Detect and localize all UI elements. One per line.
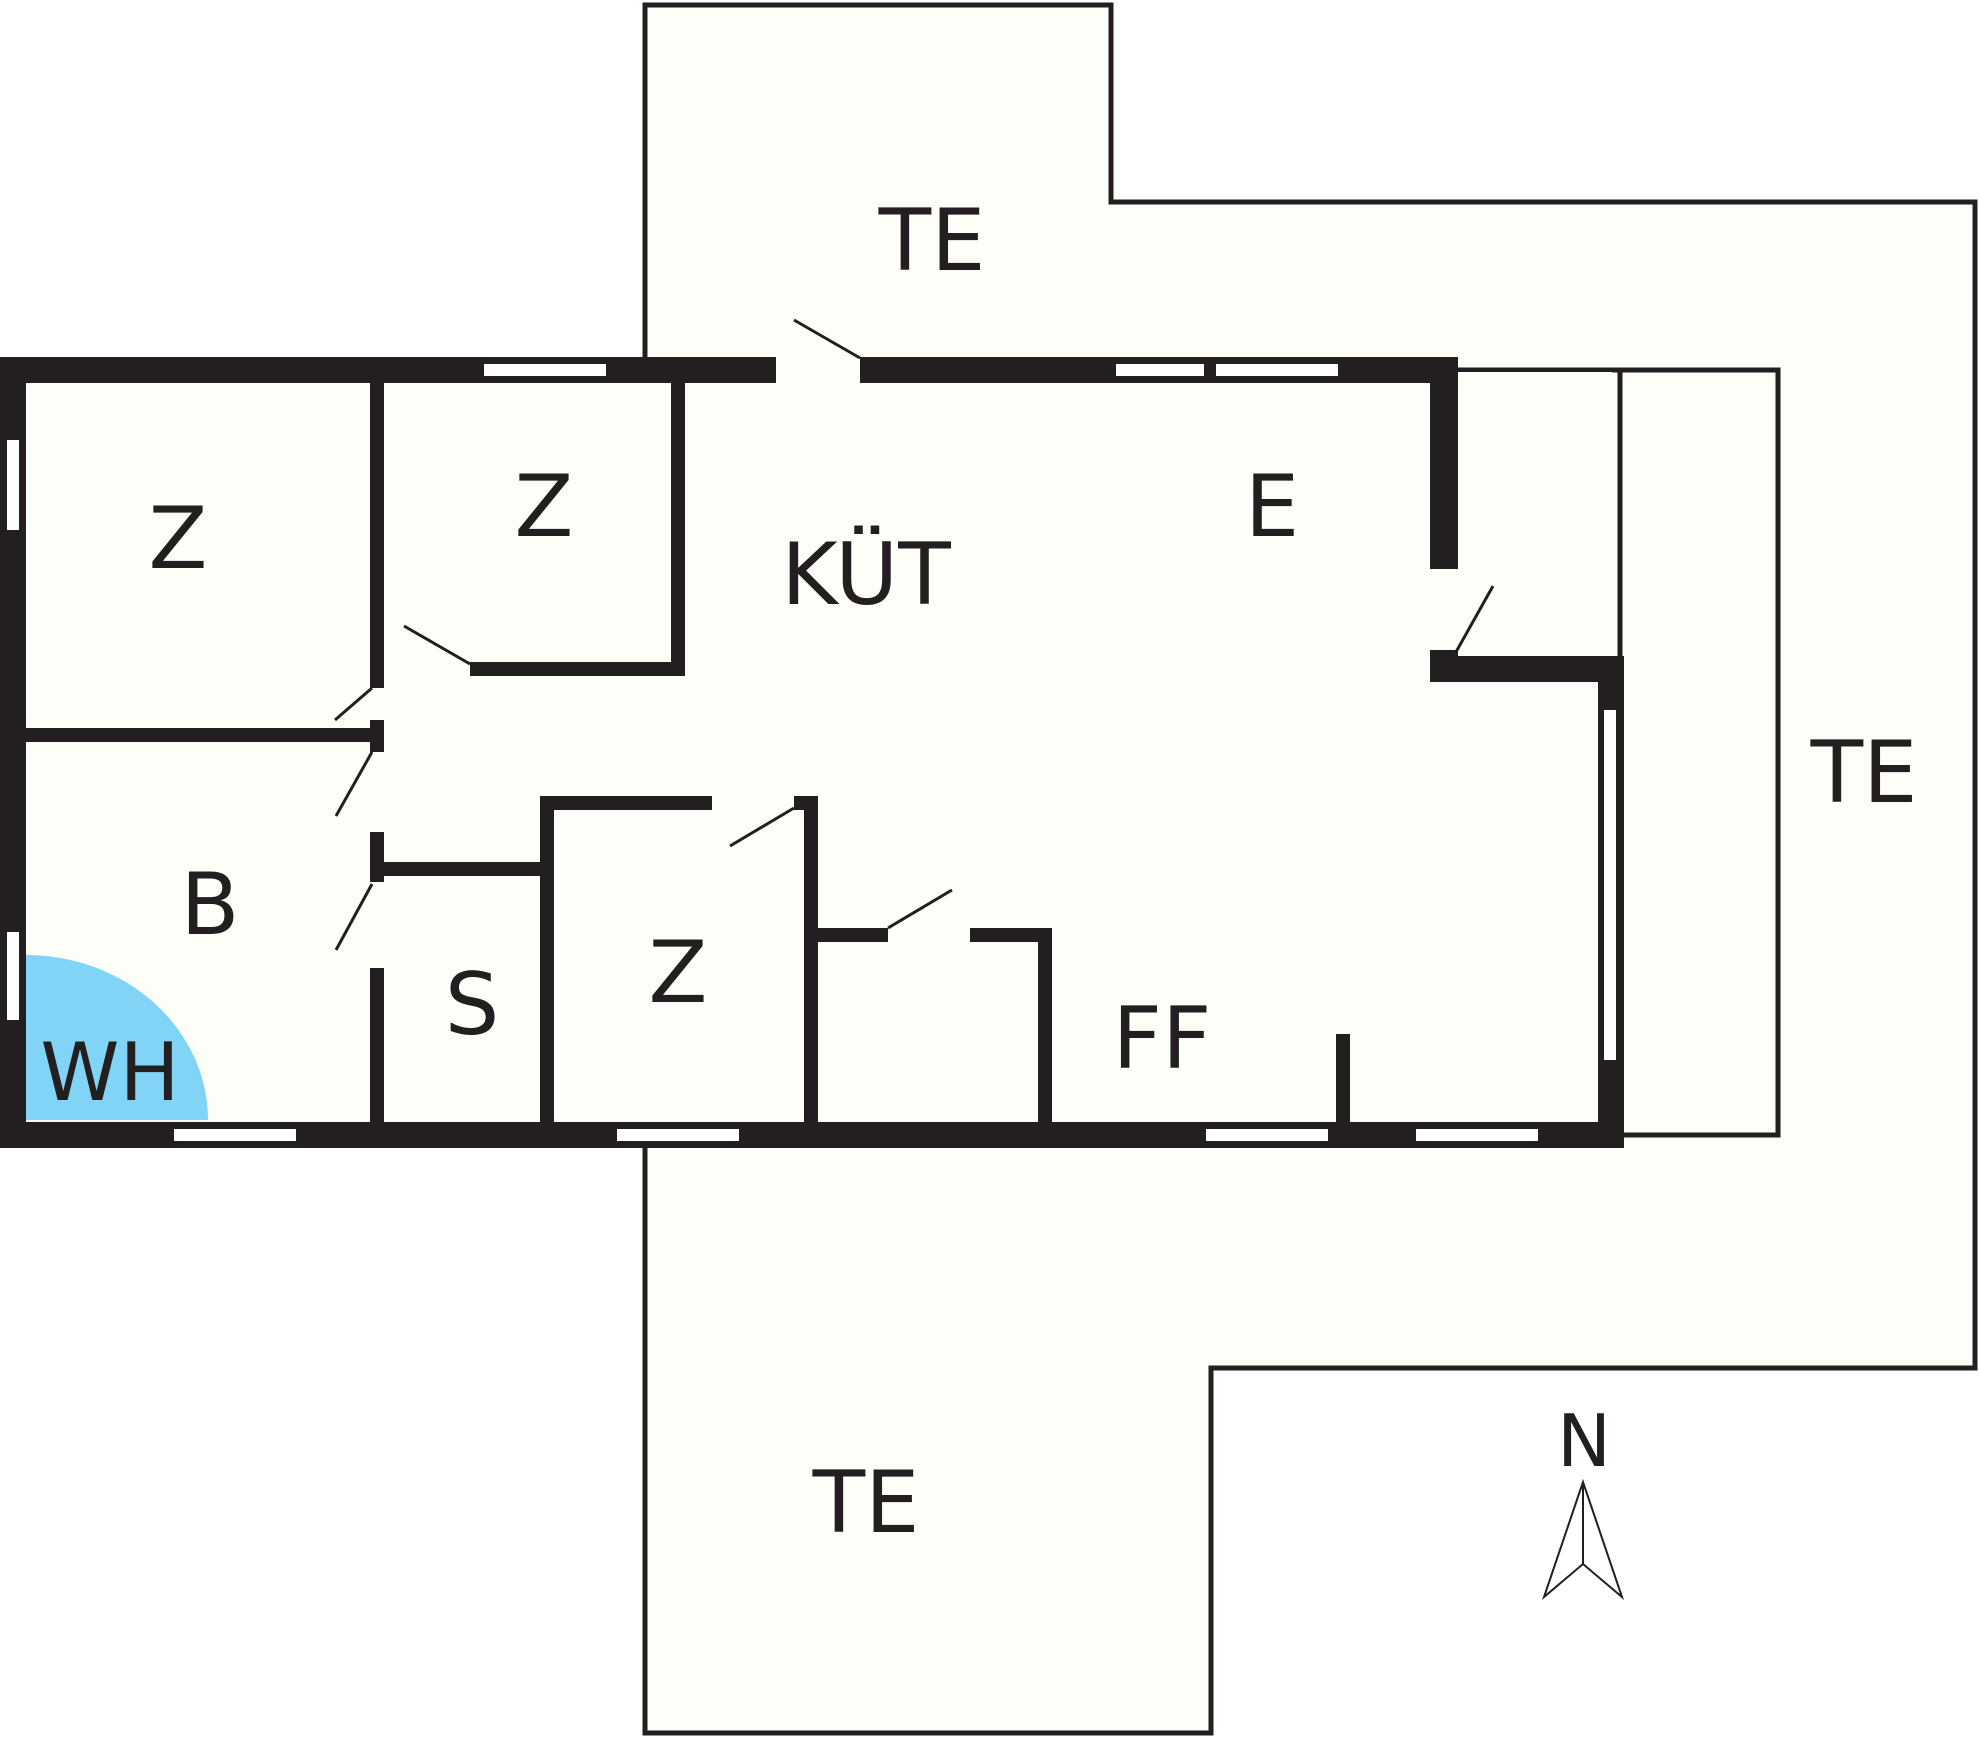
window-n2 [1116, 364, 1204, 376]
window-w2 [7, 932, 19, 1020]
quarter-circle-whirlpool-icon [26, 955, 208, 1120]
label-kitchen: KÜT [781, 525, 951, 625]
wall-z-b [26, 728, 384, 742]
door-opening-b2 [371, 882, 383, 968]
room-labels: TE TE TE Z Z KÜT E B WH S Z FF [40, 191, 1917, 1553]
wall-int-1 [370, 372, 384, 688]
wall-cl-north-a [804, 928, 888, 942]
wall-int-1d [370, 968, 384, 1130]
door-swing-b1 [334, 751, 374, 817]
wall-s-north [384, 862, 544, 876]
door-opening-closet [888, 929, 970, 941]
terrace-east-inner [1455, 367, 1781, 1138]
window-s1 [174, 1129, 296, 1141]
door-openings [371, 357, 1456, 968]
door-opening-east [1432, 569, 1456, 650]
label-north: N [1557, 1399, 1611, 1483]
window-n1 [484, 364, 606, 376]
label-storage: S [445, 955, 500, 1055]
door-swing-z-s [729, 806, 795, 848]
wall-int-1c [370, 832, 384, 882]
door-swing-closet [887, 888, 953, 930]
terraces [642, 2, 1978, 1736]
door-swing-east [1454, 585, 1495, 653]
window-s4 [1416, 1129, 1538, 1141]
label-room-s: Z [649, 923, 708, 1023]
window-s2 [617, 1129, 739, 1141]
wall-room-n-east [671, 372, 685, 676]
door-swing-main [793, 318, 861, 360]
wall-s-east [540, 796, 554, 1130]
door-swing-b2 [334, 883, 374, 951]
wall-cl-east [1038, 928, 1052, 1130]
door-opening-z-s [712, 797, 794, 809]
north-arrow-icon: N [1541, 1399, 1625, 1601]
label-bath: B [181, 855, 240, 955]
label-room-n: Z [515, 457, 574, 557]
wall-east-step [1430, 656, 1624, 682]
door-opening-z-nw [371, 688, 383, 720]
label-terrace-south: TE [812, 1453, 920, 1553]
windows [7, 364, 1616, 1141]
label-dining: E [1245, 457, 1299, 557]
window-e1 [1604, 710, 1616, 1060]
wall-north [0, 357, 1458, 383]
label-terrace-east: TE [1810, 723, 1918, 823]
wall-room-n-south [470, 662, 685, 676]
door-swing-z-nw [334, 686, 373, 722]
walls [0, 357, 1624, 1148]
wall-z-east [804, 796, 818, 1130]
label-whirlpool: WH [40, 1026, 179, 1119]
label-terrace-north: TE [878, 191, 986, 291]
door-swing-room-n [403, 624, 471, 666]
door-opening-room-n [386, 662, 470, 676]
wall-ff-stub [1336, 1034, 1350, 1130]
door-opening-main [776, 357, 860, 383]
wall-z-north-a [540, 796, 712, 810]
wall-east-upper [1430, 357, 1458, 569]
window-w1 [7, 440, 19, 530]
wall-cl-north-b [970, 928, 1052, 942]
door-opening-b1 [371, 752, 383, 832]
door-swings [334, 318, 1495, 951]
label-room-nw: Z [149, 489, 208, 589]
window-s3 [1206, 1129, 1328, 1141]
window-n3 [1216, 364, 1338, 376]
label-living: FF [1113, 989, 1212, 1089]
